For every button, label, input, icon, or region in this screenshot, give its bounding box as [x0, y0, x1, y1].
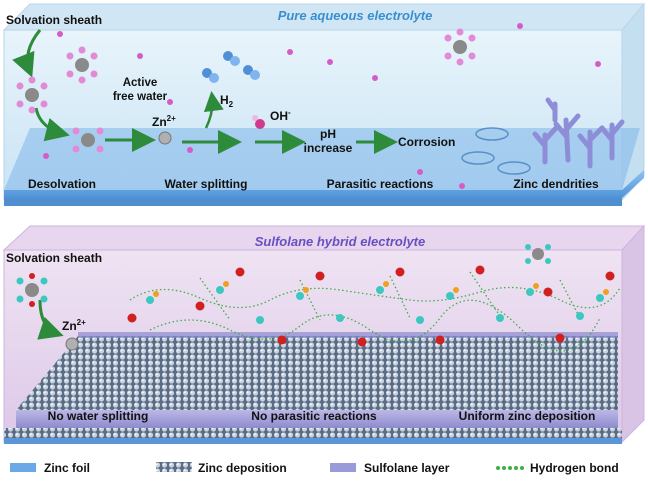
bottom-panel: Sulfolane hybrid electrolyte Solvation s…	[2, 224, 646, 444]
top-sheath-cluster-4	[444, 28, 476, 66]
water-oxygens	[127, 265, 615, 347]
outcome-uniform-deposition: Uniform zinc deposition	[459, 409, 596, 423]
legend-label-hydrogen-bond: Hydrogen bond	[530, 461, 619, 475]
top-sheath-cluster-3	[72, 127, 104, 153]
top-title: Pure aqueous electrolyte	[278, 8, 433, 23]
stage-desolvation: Desolvation	[28, 177, 96, 191]
top-zinc-foil	[4, 170, 644, 198]
bottom-title: Sulfolane hybrid electrolyte	[255, 234, 426, 249]
bottom-sheath-cluster	[16, 273, 48, 307]
top-zn-label: Zn2+	[152, 114, 176, 129]
top-arrow-2	[34, 107, 70, 142]
bottom-box-side	[621, 224, 645, 444]
bottom-zn-label: Zn2+	[62, 318, 86, 333]
active-water-line1: Active	[123, 77, 158, 89]
stage-dendrites: Zinc dendrities	[513, 177, 599, 191]
h2-label: H2	[220, 93, 234, 109]
sulfolane-layer-swatch	[330, 463, 356, 472]
legend-hydrogen-bond: Hydrogen bond	[496, 461, 619, 475]
top-panel: Pure aqueous electrolyte Solvation sheat…	[2, 2, 646, 206]
top-free-water	[43, 23, 601, 189]
legend-label-sulfolane: Sulfolane layer	[364, 461, 450, 475]
top-foil-edge	[4, 198, 622, 206]
zinc-deposition-swatch	[156, 462, 192, 472]
top-arrow-1	[12, 29, 42, 78]
top-arrow-h2	[203, 91, 224, 129]
bottom-solvation-label: Solvation sheath	[6, 251, 102, 265]
bottom-arrow	[37, 299, 64, 340]
active-water-line2: free water	[113, 91, 168, 103]
legend-sulfolane-layer: Sulfolane layer	[330, 461, 450, 475]
bottom-zn-ion	[65, 337, 79, 351]
hydrogen-bond-dots	[496, 466, 524, 470]
sulfolane-layer	[78, 332, 618, 338]
outcome-no-parasitic: No parasitic reactions	[251, 409, 377, 423]
zinc-deposition-surface	[16, 336, 618, 410]
hydrogen-bond-network	[129, 271, 621, 352]
zinc-dendrites	[532, 97, 625, 169]
legend-label-zinc-deposition: Zinc deposition	[198, 461, 287, 475]
corrosion-pits	[461, 127, 531, 175]
legend-zinc-foil: Zinc foil	[10, 461, 90, 475]
top-sheath-cluster-2	[66, 46, 98, 84]
legend-label-zinc-foil: Zinc foil	[44, 461, 90, 475]
legend-zinc-deposition: Zinc deposition	[156, 461, 287, 475]
outcome-no-water-splitting: No water splitting	[48, 409, 149, 423]
stage-parasitic: Parasitic reactions	[327, 177, 434, 191]
oh-label: OH-	[270, 108, 291, 123]
ph-line2: increase	[304, 141, 353, 155]
top-zn-ion	[158, 131, 172, 145]
bottom-zinc-deposition-edge	[4, 428, 622, 438]
sulfolane-layer-front	[16, 410, 618, 428]
h2-molecules	[202, 51, 260, 83]
top-sheath-cluster-1	[16, 76, 48, 114]
stage-water-splitting: Water splitting	[165, 177, 248, 191]
corrosion-label: Corrosion	[398, 135, 455, 149]
bottom-zinc-foil	[4, 438, 622, 444]
bottom-sheath-cluster-2	[525, 244, 551, 264]
top-solvation-label: Solvation sheath	[6, 13, 102, 27]
oh-ion	[255, 119, 265, 129]
sulfolane-network	[127, 265, 621, 352]
sulfolane-molecules	[146, 281, 609, 324]
ph-line1: pH	[320, 127, 336, 141]
oh-ion-h	[252, 115, 258, 121]
zinc-foil-swatch	[10, 463, 36, 472]
legend: Zinc foil Zinc deposition Sulfolane laye…	[10, 461, 619, 475]
